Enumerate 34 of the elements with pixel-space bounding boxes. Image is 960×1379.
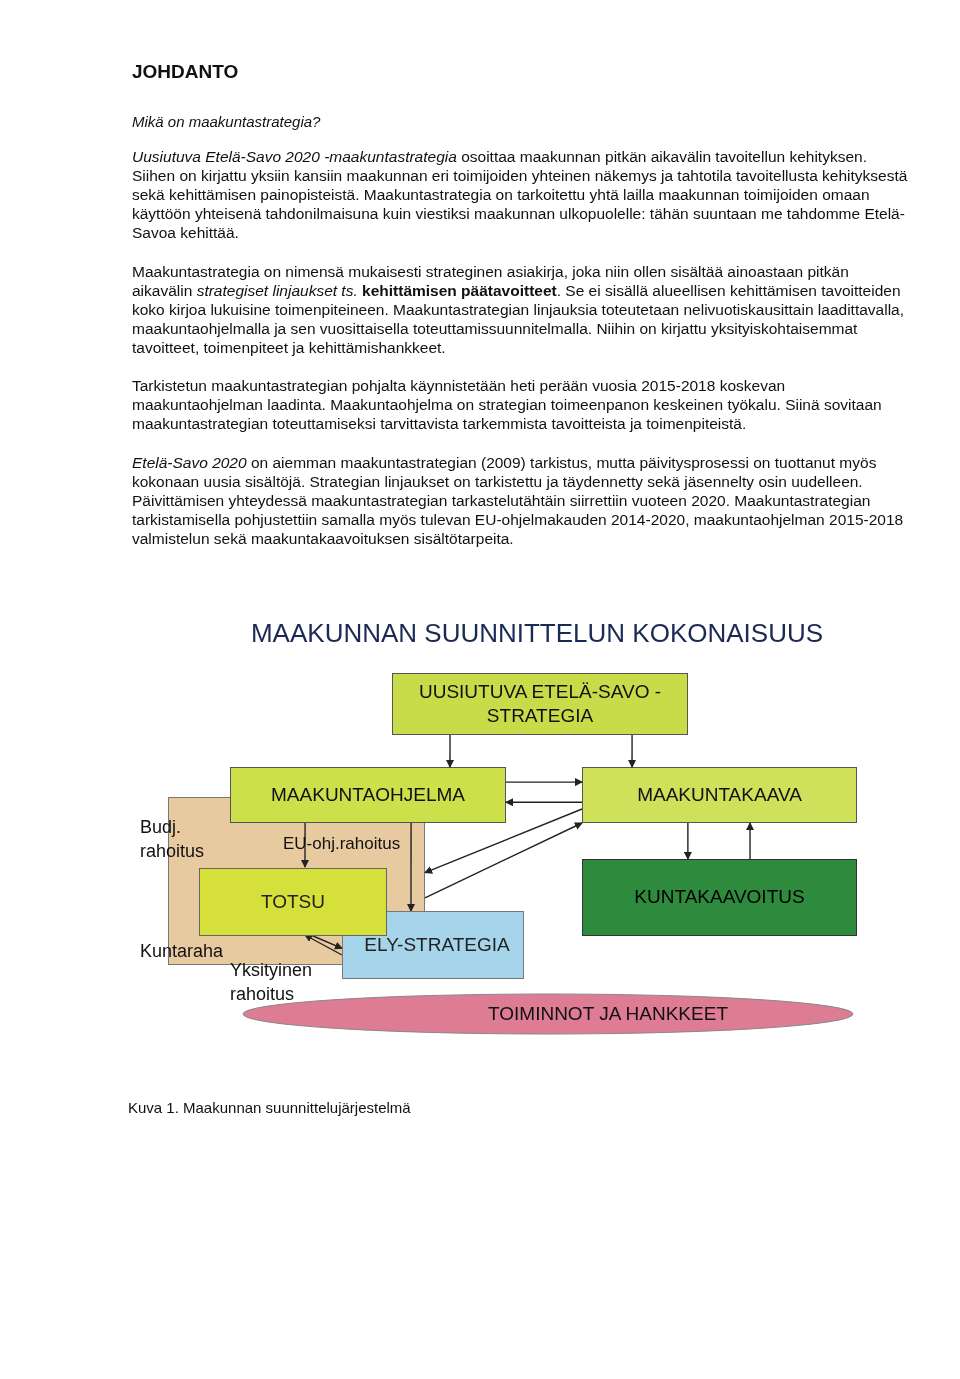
arrow (746, 822, 755, 860)
node-label: TOTSU (260, 889, 325, 914)
node-label: MAAKUNTAOHJELMA (271, 782, 465, 807)
arrow (683, 822, 692, 860)
arrow (310, 934, 343, 950)
subheading: Mikä on maakuntastrategia? (132, 112, 322, 132)
node-label: TOIMINNOT JA HANKKEET (487, 1001, 728, 1026)
arrow (424, 808, 583, 874)
arrow (424, 822, 583, 899)
arrow (505, 798, 583, 807)
body-paragraph: Tarkistetun maakuntastrategian pohjalta käynnistetään heti perään vuosia 2015-2018 koskevan maakuntaohjelman laadinta. Maakuntaohjelma on strategian toimeenpanon keskeinen työkalu. Siinä sovitaan maakuntastrategian toteuttamiseksi tarvittavista tarkemmista tavoitteista ja toimenpiteistä. (132, 376, 883, 433)
node-label: ELY-STRATEGIA (363, 932, 510, 957)
arrow (304, 934, 343, 956)
body-paragraph: Uusiutuva Etelä-Savo 2020 -maakuntastrategia osoittaa maakunnan pitkän aikavälin tavoitellun kehityksen. Siihen on kirjattu yksiin kansiin maakunnan eri toimijoiden yhteinen näkemys ja tahtotila tavoitellusta kehityksestä sekä kehittämisen painopisteistä. Maakuntastrategia on tarkoitettu yhtä lailla maakunnan toimijoiden omaan käyttöön yhteisenä tahdonilmaisuna kuin viestiksi maakunnan ulkopuolelle: tähän suuntaan me tahdomme Etelä-Savoa kehittää. (132, 147, 909, 242)
figure-caption: Kuva 1. Maakunnan suunnittelujärjestelmä (128, 1098, 411, 1118)
programme-box (230, 767, 506, 823)
node-label: UUSIUTUVA ETELÄ-SAVO -STRATEGIA (417, 680, 663, 728)
arrow (628, 734, 637, 768)
section-heading: JOHDANTO (132, 60, 240, 84)
municipal-planning-box (582, 859, 857, 936)
body-paragraph: Maakuntastrategia on nimensä mukaisesti strateginen asiakirja, joka niin ollen sisältää ainoastaan pitkän aikavälin strategiset linjaukset ts. kehittämisen päätavoitteet. Se ei sisällä alueellisen kehittämisen tavoitteiden koko kirjoa lukuisine toimenpiteineen. Maakuntastrategian linjauksia toteutetaan nelivuotiskausittain laadittavalla, maakuntaohjelmalla ja sen vuosittaisella toteuttamissuunnitelmalla. Niihin on kirjattu yksityiskohtaisemmat tavoitteet, toimenpiteet ja kehittämishankkeet. (132, 262, 906, 357)
arrow (446, 734, 454, 768)
arrow (407, 822, 415, 912)
node-label: MAAKUNTAKAAVA (637, 782, 802, 807)
funding-label: Yksityinen rahoitus (230, 959, 314, 1006)
strategy-box (342, 911, 524, 979)
node-label: KUNTAKAAVOITUS (634, 885, 805, 910)
totsu-box (199, 868, 387, 936)
funding-label: Kuntaraha (140, 940, 225, 962)
strategy-box (392, 673, 688, 735)
regional-plan-box (582, 767, 857, 823)
arrow (505, 778, 583, 787)
body-paragraph: Etelä-Savo 2020 on aiemman maakuntastrategian (2009) tarkistus, mutta päivitysprosessi on tuottanut myös kokonaan uusia sisältöjä. Strategian linjaukset on tarkistettu ja täydennetty sekä jäsennelty osin uudelleen. Päivittämisen yhteydessä maakuntastrategian tarkastelutähtäin siirrettiin vuoteen 2020. Maakuntastrategian tarkistamisella pohjustettiin samalla myös tulevan EU-ohjelmakauden 2014-2020, maakuntaohjelman 2015-2018 valmistelun sekä maakuntakaavoituksen sisältötarpeita. (132, 453, 905, 548)
diagram-title: MAAKUNNAN SUUNNITTELUN KOKONAISUUS (249, 617, 825, 650)
